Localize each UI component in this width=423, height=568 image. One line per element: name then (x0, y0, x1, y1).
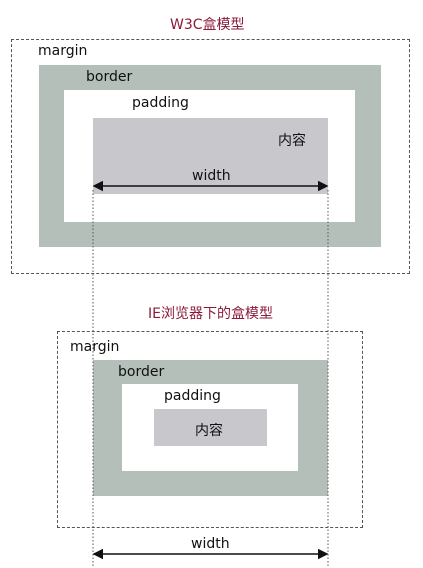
ie-margin-area (57, 331, 363, 528)
w3c-width-label: width (192, 168, 231, 184)
w3c-margin-label: margin (38, 43, 88, 59)
w3c-content-label: 内容 (278, 133, 306, 149)
w3c-border-label: border (86, 69, 133, 85)
ie-width-label: width (191, 536, 230, 552)
ie-content-label: 内容 (195, 423, 223, 439)
w3c-title: W3C盒模型 (170, 17, 245, 33)
ie-content-area (154, 409, 267, 446)
ie-margin-label: margin (70, 339, 120, 355)
w3c-padding-label: padding (132, 95, 189, 111)
ie-border-label: border (118, 364, 165, 380)
ie-padding-label: padding (164, 388, 221, 404)
ie-title: IE浏览器下的盒模型 (148, 306, 273, 322)
w3c-margin-area (11, 39, 410, 274)
